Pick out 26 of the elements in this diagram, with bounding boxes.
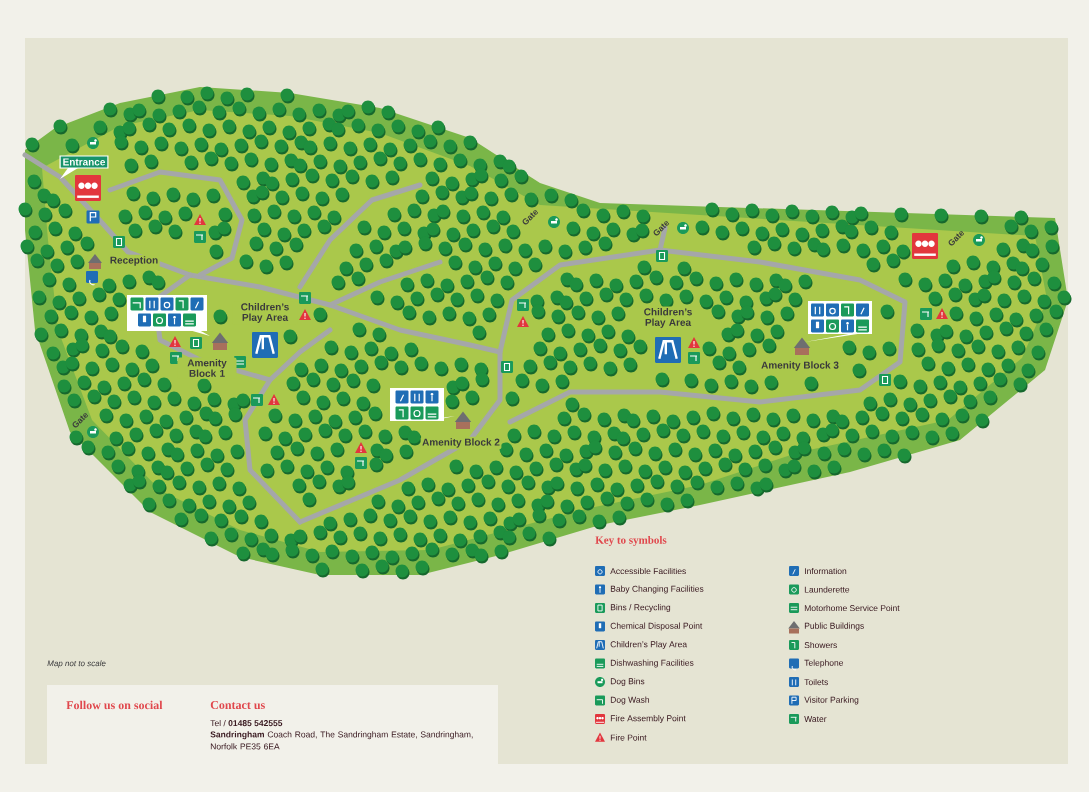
legend-label: Fire Point — [610, 734, 647, 741]
footer-heading: Follow us on social — [66, 700, 163, 710]
legend-label: Dog Wash — [610, 696, 649, 705]
legend-label: Water — [804, 716, 827, 722]
legend-label: Toilets — [804, 678, 828, 686]
legend-label: Fire Assembly Point — [610, 715, 686, 723]
entrance-sign: Entrance — [59, 155, 109, 179]
legend-label: Showers — [804, 641, 837, 649]
scale-note: Map not to scale — [47, 660, 106, 668]
legend-label: Motorhome Service Point — [804, 604, 900, 612]
key-heading: Key to symbols — [595, 536, 667, 546]
legend-label: Information — [805, 567, 847, 575]
legend-label: Dog Bins — [610, 678, 645, 686]
legend-label: Telephone — [804, 659, 844, 668]
legend-label: Public Buildings — [804, 622, 864, 631]
address-text: Sandringham Coach Road, The Sandringham Estate, Sandringham, Norfolk PE35 6EA — [210, 731, 473, 750]
phone-number: Tel / 01485 542555 — [210, 719, 283, 727]
legend-label: Chemical Disposal Point — [610, 622, 703, 631]
legend-label: Visitor Parking — [804, 696, 859, 705]
footer-heading: Contact us — [210, 700, 265, 710]
legend-label: Accessible Facilities — [610, 567, 686, 575]
legend-label: Children’s Play Area — [610, 641, 688, 649]
legend-label: Baby Changing Facilities — [610, 585, 704, 594]
legend-label: Bins / Recycling — [610, 604, 671, 612]
legend-label: Dishwashing Facilities — [610, 659, 694, 668]
legend-label: Launderette — [804, 586, 850, 593]
